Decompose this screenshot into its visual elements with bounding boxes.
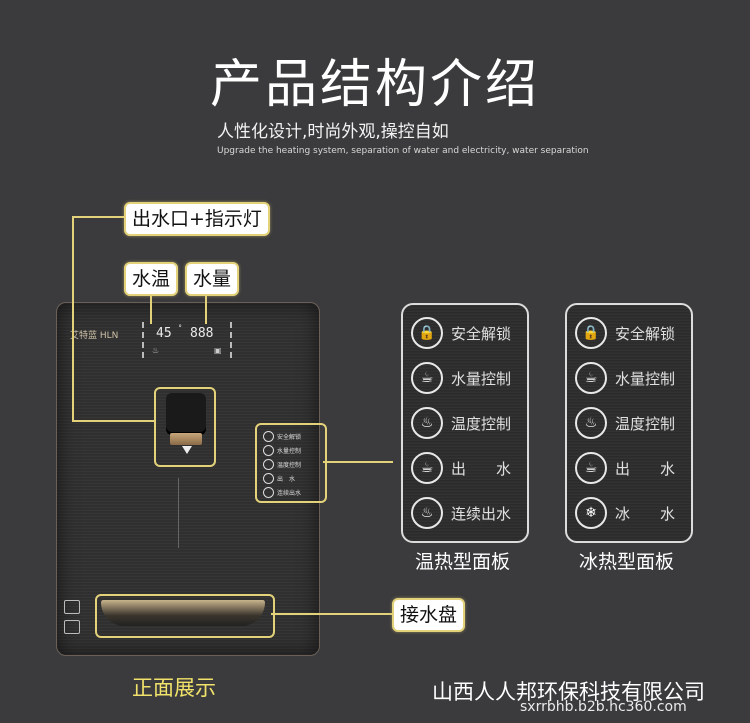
tray-cup-icon [64, 600, 80, 614]
panel2-temp-label: 温度控制 [615, 414, 676, 433]
side-panel-highlight: 安全解锁 水量控制 温度控制 出 水 连续出水 [255, 423, 327, 503]
subtitle-english: Upgrade the heating system, separation o… [217, 146, 589, 156]
warm-hot-panel-caption: 温热型面板 [415, 551, 511, 573]
mini-row-continuous: 连续出水 [263, 487, 301, 498]
panel1-temp-label: 温度控制 [451, 414, 512, 433]
lock-icon: 🔒 [575, 317, 607, 349]
outlet-indicator-ring [170, 433, 202, 445]
mini-continuous-icon [263, 487, 274, 498]
drip-tray-callout: 接水盘 [392, 598, 466, 632]
lock-icon: 🔒 [411, 317, 443, 349]
panel2-lock-label: 安全解锁 [615, 324, 676, 343]
panel2-outlet-label: 出 水 [615, 459, 676, 478]
water-temp-callout: 水温 [124, 262, 179, 296]
panel2-ice-label: 冰 水 [615, 504, 676, 523]
side-panel-callout-line [323, 461, 393, 463]
display-temperature: 45 [156, 326, 172, 341]
panel2-row-lock: 🔒 安全解锁 [575, 313, 675, 353]
subtitle: 人性化设计,时尚外观,操控自如 [217, 122, 449, 142]
panel2-volume-label: 水量控制 [615, 369, 676, 388]
cup-volume-icon: ☕ [411, 362, 443, 394]
mini-lock-icon [263, 431, 274, 442]
outlet-highlight [154, 387, 216, 467]
tray-callout-line [271, 613, 392, 615]
panel1-outlet-label: 出 水 [451, 459, 512, 478]
display-temp-icon: ♨ [152, 346, 160, 355]
temperature-cup-icon: ♨ [411, 407, 443, 439]
panel1-row-temp: ♨ 温度控制 [411, 403, 511, 443]
water-outlet [166, 393, 206, 435]
water-volume-callout: 水量 [185, 262, 240, 296]
brand-logo: 艾特蓝 HLN [70, 331, 119, 341]
panel1-row-outlet: ☕ 出 水 [411, 448, 511, 488]
company-url: sxrrbhb.b2b.hc360.com [520, 699, 687, 715]
display-volume: 888 [190, 326, 214, 341]
water-drop-icon [182, 446, 192, 454]
drip-tray [101, 600, 265, 626]
warm-hot-panel: 🔒 安全解锁 ☕ 水量控制 ♨ 温度控制 ☕ 出 水 ♨ 连续出水 [401, 303, 529, 543]
outlet-callout-line-vertical [72, 216, 74, 421]
panel1-row-continuous: ♨ 连续出水 [411, 493, 511, 533]
mini-row-outlet: 出 水 [263, 473, 295, 484]
panel1-volume-label: 水量控制 [451, 369, 512, 388]
display-degree-icon: ° [178, 324, 183, 332]
display-cup-icon: ▣ [214, 346, 222, 355]
panel2-row-volume: ☕ 水量控制 [575, 358, 675, 398]
front-view-caption: 正面展示 [132, 676, 216, 700]
drip-tray-highlight [95, 594, 275, 638]
mini-row-temp: 温度控制 [263, 459, 301, 470]
panel2-row-outlet: ☕ 出 水 [575, 448, 675, 488]
company-name: 山西人人邦环保科技有限公司 [432, 680, 705, 704]
mini-cup-icon [263, 473, 274, 484]
outlet-callout: 出水口+指示灯 [124, 202, 270, 236]
volume-callout-line [205, 290, 207, 324]
ice-hot-panel-caption: 冰热型面板 [579, 551, 675, 573]
ice-hot-panel: 🔒 安全解锁 ☕ 水量控制 ♨ 温度控制 ☕ 出 水 ❄ 冰 水 [565, 303, 693, 543]
display-bracket-right [224, 322, 232, 358]
body-decoration [178, 478, 193, 548]
mini-row-lock: 安全解锁 [263, 431, 301, 442]
cup-icon: ☕ [575, 452, 607, 484]
mini-row-volume: 水量控制 [263, 445, 301, 456]
continuous-cup-icon: ♨ [411, 497, 443, 529]
tray-clean-icon [64, 620, 80, 634]
cup-volume-icon: ☕ [575, 362, 607, 394]
panel1-lock-label: 安全解锁 [451, 324, 512, 343]
outlet-callout-line-bottom [72, 420, 156, 422]
outlet-callout-line-top [72, 216, 128, 218]
panel2-row-ice: ❄ 冰 水 [575, 493, 675, 533]
mini-temp-icon [263, 459, 274, 470]
panel1-row-volume: ☕ 水量控制 [411, 358, 511, 398]
snowflake-icon: ❄ [575, 497, 607, 529]
panel2-row-temp: ♨ 温度控制 [575, 403, 675, 443]
panel1-row-lock: 🔒 安全解锁 [411, 313, 511, 353]
cup-icon: ☕ [411, 452, 443, 484]
panel1-continuous-label: 连续出水 [451, 504, 512, 523]
temp-callout-line [150, 290, 152, 324]
display-bracket-left [142, 322, 150, 358]
mini-volume-icon [263, 445, 274, 456]
temperature-cup-icon: ♨ [575, 407, 607, 439]
led-display: 45 ° 888 ♨ ▣ [152, 322, 222, 362]
page-title: 产品结构介绍 [209, 55, 540, 115]
